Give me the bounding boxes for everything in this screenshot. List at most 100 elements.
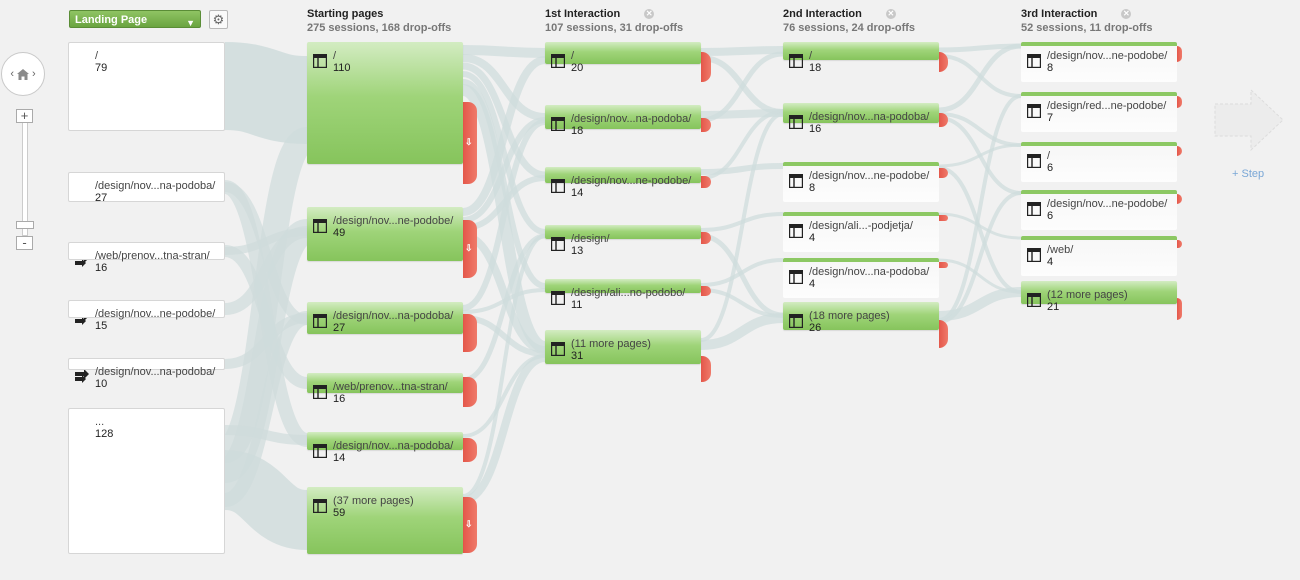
dropoff-bar[interactable] <box>939 320 948 348</box>
zoom-slider[interactable] <box>22 120 28 236</box>
flow-ribbon <box>938 94 1022 322</box>
page-name: /web/ <box>1047 244 1074 256</box>
dropoff-bar[interactable] <box>1177 46 1182 62</box>
dimension-select[interactable]: Landing Page ▼ <box>69 10 201 28</box>
page-node[interactable] <box>783 258 939 298</box>
page-node[interactable] <box>1021 190 1177 230</box>
node-label: (18 more pages)26 <box>809 310 890 334</box>
zoom-in-button[interactable]: + <box>16 109 33 123</box>
dropoff-bar[interactable]: ⇩ <box>463 220 477 278</box>
session-count: 31 <box>571 350 584 362</box>
page-layout-icon <box>551 179 565 193</box>
page-layout-icon <box>789 224 803 238</box>
page-node[interactable] <box>783 302 939 330</box>
zoom-slider-handle[interactable] <box>16 221 34 229</box>
dropoff-bar[interactable] <box>463 438 477 462</box>
source-node[interactable] <box>68 358 225 370</box>
session-count: 13 <box>571 245 584 257</box>
session-count: 26 <box>809 322 822 334</box>
page-node[interactable] <box>545 167 701 183</box>
close-icon[interactable]: ✕ <box>644 9 655 19</box>
source-node[interactable] <box>68 300 225 318</box>
source-node[interactable] <box>68 42 225 131</box>
page-node[interactable] <box>545 225 701 239</box>
pan-navigation[interactable]: ‹ › <box>1 52 45 96</box>
page-node[interactable] <box>1021 92 1177 132</box>
dropoff-bar[interactable] <box>701 286 711 296</box>
dropoff-bar[interactable] <box>1177 194 1182 204</box>
dropoff-bar[interactable] <box>1177 146 1182 156</box>
column-summary: 107 sessions, 31 drop-offs <box>545 22 684 34</box>
gear-icon[interactable]: ⚙ <box>209 10 228 29</box>
page-name: / <box>333 50 337 62</box>
home-icon[interactable] <box>16 68 30 81</box>
dropoff-bar[interactable] <box>1177 240 1182 248</box>
session-count: 27 <box>95 192 108 204</box>
page-node[interactable] <box>307 207 463 261</box>
page-node[interactable] <box>783 212 939 252</box>
source-node[interactable] <box>68 172 225 202</box>
session-count: 8 <box>809 182 816 194</box>
flow-ribbon <box>222 450 310 550</box>
page-node[interactable] <box>1021 142 1177 182</box>
close-icon[interactable]: ✕ <box>885 9 896 19</box>
dropoff-bar[interactable] <box>463 314 477 352</box>
session-count: 4 <box>809 232 816 244</box>
dropoff-bar[interactable] <box>939 52 948 72</box>
dropoff-bar[interactable] <box>939 168 948 178</box>
session-count: 128 <box>95 428 114 440</box>
zoom-out-button[interactable]: - <box>16 236 33 250</box>
page-node[interactable] <box>783 42 939 60</box>
dropoff-bar[interactable] <box>939 262 948 268</box>
dropoff-bar[interactable] <box>463 377 477 407</box>
node-label: /18 <box>809 50 821 74</box>
page-node[interactable] <box>307 302 463 334</box>
source-node[interactable] <box>68 408 225 554</box>
page-node[interactable] <box>307 432 463 450</box>
flow-ribbon <box>700 233 784 318</box>
source-node[interactable] <box>68 242 225 260</box>
page-layout-icon <box>789 174 803 188</box>
page-name: /design/ali...no-podobo/ <box>571 287 686 299</box>
page-node[interactable] <box>783 162 939 202</box>
flow-ribbon <box>938 191 1022 324</box>
page-node[interactable] <box>307 373 463 393</box>
chevron-left-icon[interactable]: ‹ <box>10 68 14 80</box>
page-name: /design/nov...na-podoba/ <box>95 366 216 378</box>
page-node[interactable] <box>307 487 463 554</box>
chevron-right-icon[interactable]: › <box>32 68 36 80</box>
dropoff-bar[interactable] <box>701 356 711 382</box>
page-name: /design/nov...na-podoba/ <box>333 440 454 452</box>
page-node[interactable] <box>1021 281 1177 304</box>
dropoff-bar[interactable]: ⇩ <box>463 497 477 553</box>
dropoff-bar[interactable] <box>701 52 711 82</box>
page-node[interactable] <box>545 330 701 364</box>
dropoff-bar[interactable] <box>701 118 711 132</box>
node-label: /design/nov...na-podoba/16 <box>809 111 929 135</box>
page-layout-icon <box>313 385 327 399</box>
add-step-link[interactable]: + Step <box>1232 168 1265 180</box>
page-node[interactable] <box>1021 42 1177 82</box>
page-node[interactable] <box>307 42 463 164</box>
page-node[interactable] <box>545 105 701 129</box>
dropoff-bar[interactable] <box>939 215 948 221</box>
page-node[interactable] <box>545 279 701 293</box>
close-icon[interactable]: ✕ <box>1121 9 1132 19</box>
dropoff-bar[interactable] <box>701 232 711 244</box>
dropoff-bar[interactable]: ⇩ <box>463 102 477 184</box>
flow-ribbon <box>700 51 784 123</box>
page-node[interactable] <box>1021 236 1177 276</box>
dropoff-bar[interactable] <box>939 113 948 127</box>
session-count: 20 <box>571 62 584 74</box>
page-node[interactable] <box>783 103 939 123</box>
dropoff-bar[interactable] <box>1177 298 1182 320</box>
page-node[interactable] <box>545 42 701 64</box>
column-title: 3rd Interaction <box>1021 8 1098 20</box>
page-name: /design/nov...ne-podobe/ <box>1047 50 1168 62</box>
page-name: (37 more pages) <box>333 495 414 507</box>
node-label: /web/prenov...tna-stran/16 <box>95 250 210 274</box>
flow-ribbon <box>462 71 546 235</box>
dropoff-bar[interactable] <box>1177 96 1182 108</box>
next-step-arrow-icon[interactable] <box>1213 88 1285 152</box>
dropoff-bar[interactable] <box>701 176 711 188</box>
